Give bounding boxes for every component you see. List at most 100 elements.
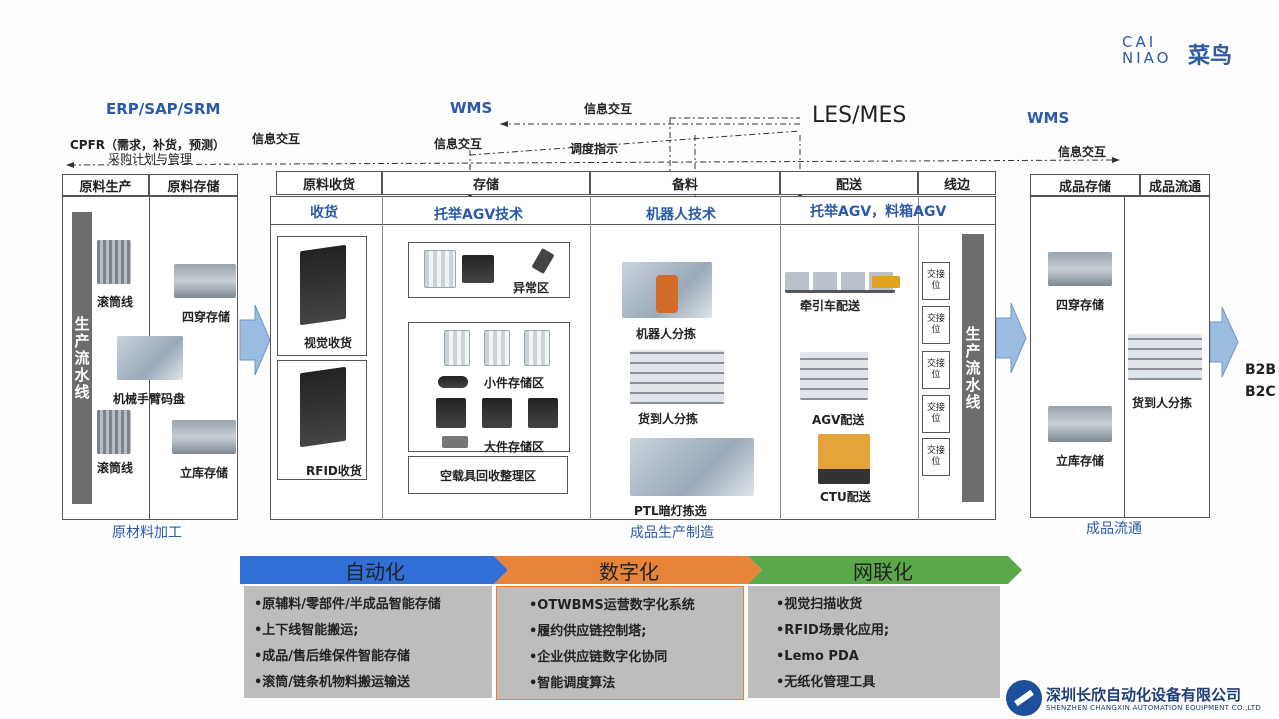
- digital-list: •OTWBMS运营数字化系统 •履约供应链控制塔; •企业供应链数字化协同 •智…: [496, 586, 744, 700]
- erp-label: ERP/SAP/SRM: [106, 100, 221, 118]
- prod-header-deliver: 配送: [780, 171, 918, 195]
- prod-footer: 成品生产制造: [630, 525, 714, 541]
- logo-cn: 菜鸟: [1188, 44, 1233, 69]
- raw-header-storage: 原料存储: [149, 174, 238, 196]
- prod-col-divider-2: [590, 196, 591, 520]
- cainiao-logo: CAI NIAO 菜鸟: [1122, 34, 1242, 70]
- visual-receive-label: 视觉收货: [304, 336, 353, 350]
- roller-image-2: [97, 410, 131, 454]
- ptl-label: PTL暗灯拣选: [634, 504, 707, 518]
- prod-line-bar: 生产流水线: [962, 234, 984, 502]
- prod-col-divider-3: [780, 196, 781, 520]
- visual-scanner-image: [300, 244, 346, 326]
- robot-picking-label: 机器人分拣: [636, 327, 697, 341]
- handover-slot-3: 交接位: [922, 351, 950, 389]
- raw-line-bar: 生产流水线: [72, 212, 92, 504]
- handover-slot-2: 交接位: [922, 306, 950, 344]
- ctu-label: CTU配送: [820, 490, 871, 504]
- automation-list: •原辅料/零部件/半成品智能存储 •上下线智能搬运; •成品/售后维保件智能存储…: [244, 586, 492, 698]
- tractor-label: 牵引车配送: [800, 299, 861, 313]
- info-label-1: 信息交互: [252, 132, 301, 146]
- tractor-head: [872, 276, 900, 288]
- large-storage-label: 大件存储区: [484, 440, 545, 454]
- four-way-image-fin: [1048, 252, 1112, 286]
- handover-slot-4: 交接位: [922, 395, 950, 433]
- band-automation-title: 自动化: [345, 559, 405, 584]
- raw-item-roller-2: 滚筒线: [97, 461, 134, 475]
- fin-item-four-way: 四穿存储: [1056, 298, 1105, 312]
- sub-agv: 托举AGV技术: [434, 207, 524, 223]
- digital-item-1: •OTWBMS运营数字化系统: [529, 598, 695, 613]
- b2c-label: B2C: [1245, 384, 1276, 400]
- company-logo-icon: [1006, 680, 1042, 716]
- large-agv-image: [442, 436, 468, 448]
- company-name-en: SHENZHEN CHANGXIN AUTOMATION EQUIPMENT C…: [1046, 704, 1262, 712]
- rfid-gate-image: [300, 366, 346, 448]
- automation-item-1: •原辅料/零部件/半成品智能存储: [254, 597, 441, 612]
- network-item-1: •视觉扫描收货: [776, 597, 863, 612]
- digital-item-2: •履约供应链控制塔;: [529, 624, 647, 639]
- ptl-image: [630, 438, 754, 496]
- handover-slot-1: 交接位: [922, 262, 950, 300]
- prod-sub-divider: [270, 224, 996, 225]
- small-bin-3: [524, 330, 550, 366]
- agv-deliver-label: AGV配送: [812, 413, 865, 427]
- robot-arm-image: [117, 336, 183, 380]
- agv-box-image: [800, 352, 868, 400]
- large-rack-1: [436, 398, 466, 428]
- fin-header-storage: 成品存储: [1030, 174, 1140, 196]
- prod-col-divider-4: [918, 196, 919, 520]
- small-bin-1: [444, 330, 470, 366]
- empty-carrier-box: 空载具回收整理区: [408, 456, 568, 494]
- small-agv-image: [438, 376, 468, 388]
- digital-item-3: •企业供应链数字化协同: [529, 650, 668, 665]
- exception-bins-image: [424, 250, 456, 288]
- fin-header-circulation: 成品流通: [1140, 174, 1210, 196]
- info-label-4: 信息交互: [1058, 145, 1107, 159]
- empty-carrier-label: 空载具回收整理区: [439, 468, 536, 483]
- raw-header-production: 原料生产: [62, 174, 149, 196]
- network-list: •视觉扫描收货 •RFID场景化应用; •Lemo PDA •无纸化管理工具: [748, 586, 1000, 698]
- band-network-title: 网联化: [853, 559, 913, 584]
- company-logo-mark: [1014, 689, 1034, 707]
- automation-item-3: •成品/售后维保件智能存储: [254, 649, 411, 664]
- info-label-3: 信息交互: [434, 137, 483, 151]
- company-name-cn: 深圳长欣自动化设备有限公司: [1046, 686, 1242, 704]
- info-label-2: 信息交互: [584, 102, 633, 116]
- automation-item-2: •上下线智能搬运;: [254, 623, 359, 638]
- gtp-image-fin: [1128, 334, 1202, 380]
- plan-label: 采购计划与管理: [108, 152, 193, 166]
- wms-right-label: WMS: [1027, 109, 1070, 127]
- dispatch-label: 调度指示: [570, 142, 619, 156]
- fin-footer: 成品流通: [1086, 521, 1142, 537]
- logo-latin: CAI NIAO: [1122, 33, 1172, 67]
- band-arrows: [240, 556, 1022, 584]
- exception-zone-label: 异常区: [513, 281, 550, 295]
- raw-item-robot-arm: 机械手臂码盘: [113, 392, 186, 406]
- sub-robot: 机器人技术: [646, 207, 716, 223]
- rfid-receive-label: RFID收货: [306, 464, 362, 478]
- fin-item-asrs: 立库存储: [1056, 454, 1105, 468]
- raw-item-four-way: 四穿存储: [182, 310, 231, 324]
- large-rack-3: [528, 398, 558, 428]
- digital-item-4: •智能调度算法: [529, 676, 616, 691]
- small-bin-2: [484, 330, 510, 366]
- cpfr-label: CPFR（需求，补货，预测）: [70, 138, 226, 152]
- four-way-image-raw: [174, 264, 236, 298]
- exception-agv-image: [462, 255, 494, 283]
- prod-header-receive: 原料收货: [276, 171, 382, 195]
- sub-agv-box: 托举AGV，料箱AGV: [810, 204, 947, 220]
- robot-arm-orange: [656, 275, 678, 313]
- asrs-image-raw: [172, 420, 236, 454]
- sub-receive: 收货: [310, 205, 338, 221]
- fin-divider: [1124, 196, 1125, 518]
- raw-footer: 原材料加工: [112, 525, 182, 541]
- handover-slot-5: 交接位: [922, 438, 950, 476]
- network-item-2: •RFID场景化应用;: [776, 623, 890, 638]
- band-digital-title: 数字化: [599, 559, 659, 584]
- goods-to-person-label: 货到人分拣: [638, 412, 699, 426]
- asrs-image-fin: [1048, 406, 1112, 442]
- les-mes-label: LES/MES: [812, 103, 907, 128]
- network-item-4: •无纸化管理工具: [776, 675, 876, 690]
- automation-item-4: •滚筒/链条机物料搬运输送: [254, 675, 411, 690]
